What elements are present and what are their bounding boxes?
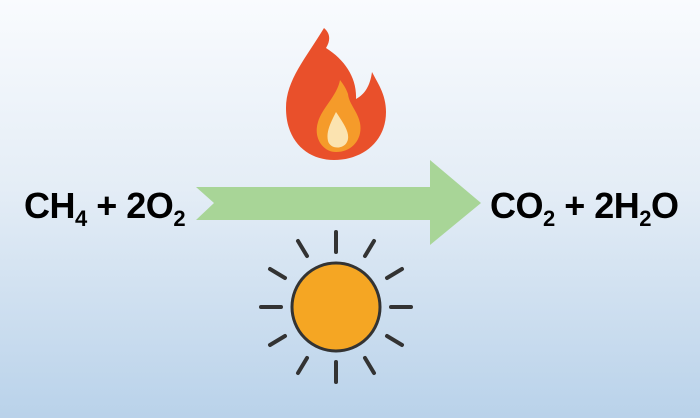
flame-icon xyxy=(286,28,386,160)
methane-subscript: 4 xyxy=(75,206,87,231)
water-subscript: 2 xyxy=(639,206,652,231)
reactants-formula: CH4 + 2O2 xyxy=(24,181,186,231)
oxygen-term: + 2O xyxy=(86,185,174,226)
arrow-right-icon xyxy=(196,160,481,245)
carbon-dioxide-subscript: 2 xyxy=(543,206,555,231)
products-formula: CO2 + 2H2O xyxy=(490,181,679,231)
sun-icon xyxy=(259,230,413,384)
water-oxygen: O xyxy=(651,185,679,226)
carbon-dioxide-symbol: CO xyxy=(490,185,544,226)
methane-symbol: CH xyxy=(24,185,76,226)
water-term: + 2H xyxy=(554,185,640,226)
oxygen-subscript: 2 xyxy=(173,206,186,231)
